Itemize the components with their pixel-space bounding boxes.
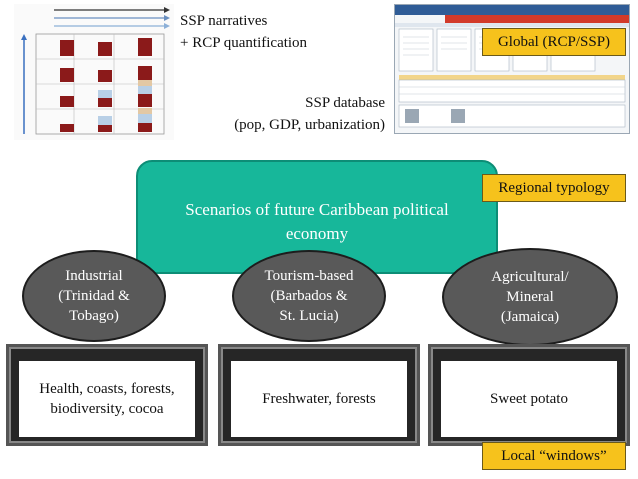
ssp-database-graphic xyxy=(395,5,629,128)
window-industrial-line1: Health, coasts, forests, xyxy=(39,381,175,397)
typology-industrial-line1: Industrial xyxy=(65,268,123,284)
typology-tourism-line1: Tourism-based xyxy=(264,268,354,284)
window-agricultural-line1: Sweet potato xyxy=(490,391,568,407)
ssp-database-thumbnail xyxy=(394,4,630,134)
window-industrial-line2: biodiversity, cocoa xyxy=(50,401,164,417)
ssp-narratives-label: SSP narratives xyxy=(180,13,268,29)
global-rcp-ssp-tag: Global (RCP/SSP) xyxy=(482,28,626,56)
ssp-database-contents-label: (pop, GDP, urbanization) xyxy=(234,117,385,133)
caribbean-scenarios-line2: economy xyxy=(285,224,349,243)
window-industrial: Health, coasts, forests, biodiversity, c… xyxy=(6,344,208,446)
typology-agricultural-line1: Agricultural/ xyxy=(491,269,569,285)
caribbean-scenarios-text: Scenarios of future Caribbean political … xyxy=(185,188,448,246)
ssp-rcp-matrix-graphic xyxy=(21,7,170,135)
rcp-quantification-label: + RCP quantification xyxy=(180,35,308,51)
local-windows-tag: Local “windows” xyxy=(482,442,626,470)
typology-tourism: Tourism-based (Barbados & St. Lucia) xyxy=(232,250,386,342)
typology-industrial-line2: (Trinidad & xyxy=(58,288,130,304)
ssp-database-label: SSP database xyxy=(305,95,385,111)
typology-tourism-line2: (Barbados & xyxy=(270,288,348,304)
typology-industrial-line3: Tobago) xyxy=(69,308,119,324)
typology-tourism-line3: St. Lucia) xyxy=(279,308,339,324)
regional-typology-tag: Regional typology xyxy=(482,174,626,202)
typology-agricultural-line3: (Jamaica) xyxy=(500,309,560,325)
typology-industrial: Industrial (Trinidad & Tobago) xyxy=(22,250,166,342)
window-agricultural: Sweet potato xyxy=(428,344,630,446)
window-tourism: Freshwater, forests xyxy=(218,344,420,446)
caribbean-scenarios-line1: Scenarios of future Caribbean political xyxy=(185,200,449,219)
ssp-rcp-matrix-thumbnail xyxy=(14,4,174,140)
window-tourism-line1: Freshwater, forests xyxy=(262,391,376,407)
typology-agricultural: Agricultural/ Mineral (Jamaica) xyxy=(442,248,618,346)
typology-agricultural-line2: Mineral xyxy=(506,289,554,305)
